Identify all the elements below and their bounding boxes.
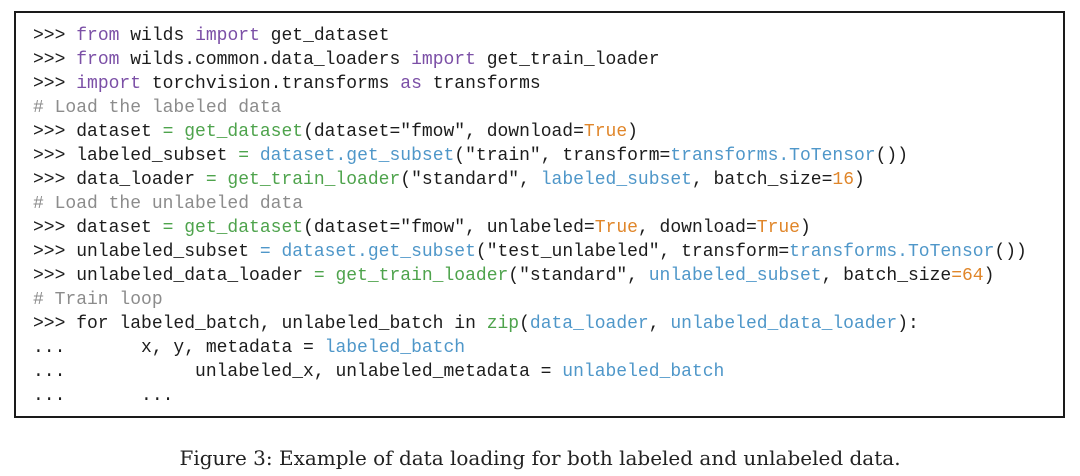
code-token-num: True	[594, 218, 638, 238]
code-token-plain: , download=	[465, 122, 584, 142]
code-token-kw: import	[195, 26, 260, 46]
code-token-plain: >>> for labeled_batch, unlabeled_batch i…	[33, 314, 487, 334]
code-token-plain: (dataset=	[303, 122, 401, 142]
code-token-plain: transforms	[421, 74, 541, 94]
code-token-plain: >>> dataset	[33, 218, 163, 238]
code-line: >>> unlabeled_data_loader = get_train_lo…	[33, 264, 1063, 288]
code-token-plain: >>> unlabeled_subset	[33, 242, 260, 262]
code-token-plain: , download=	[637, 218, 757, 238]
code-token-kw: from	[76, 50, 120, 70]
code-line: >>> labeled_subset = dataset.get_subset(…	[33, 144, 1063, 168]
code-token-plain: , batch_size	[821, 266, 952, 286]
code-token-num: =64	[951, 266, 984, 286]
code-token-var: unlabeled_batch	[562, 362, 725, 382]
code-token-plain: ,	[627, 266, 649, 286]
code-line: >>> import torchvision.transforms as tra…	[33, 72, 1063, 96]
code-token-var: data_loader	[529, 314, 649, 334]
code-token-plain: wilds	[119, 26, 196, 46]
code-token-plain: , unlabeled=	[465, 218, 595, 238]
code-line: >>> data_loader = get_train_loader("stan…	[33, 168, 1063, 192]
code-token-kw: as	[400, 74, 422, 94]
code-token-comment: # Load the unlabeled data	[33, 194, 304, 214]
code-token-plain: ):	[897, 314, 919, 334]
code-token-comment: # Load the labeled data	[33, 98, 282, 118]
code-token-var: transforms.ToTensor	[789, 242, 995, 262]
code-line: # Load the unlabeled data	[33, 192, 1063, 216]
code-token-var: labeled_batch	[324, 338, 466, 358]
code-token-plain	[249, 146, 260, 166]
code-token-plain: >>> data_loader	[33, 170, 206, 190]
code-token-plain: >>>	[33, 26, 77, 46]
code-token-plain: wilds.common.data_loaders	[119, 50, 412, 70]
code-token-plain: (	[454, 146, 466, 166]
code-token-num: True	[756, 218, 800, 238]
code-token-fn: = get_train_loader	[313, 266, 509, 286]
code-token-plain: ())	[994, 242, 1027, 262]
code-token-var: unlabeled_subset	[648, 266, 822, 286]
figure-caption: Figure 3: Example of data loading for bo…	[179, 446, 901, 470]
code-token-kw: import	[76, 74, 142, 94]
code-token-str: "test_unlabeled"	[486, 242, 660, 262]
code-token-comment: # Train loop	[33, 290, 163, 310]
code-token-plain: ,	[519, 170, 541, 190]
code-token-plain: )	[627, 122, 638, 142]
code-token-fn: = get_dataset	[162, 122, 304, 142]
code-token-fn: = get_dataset	[162, 218, 304, 238]
code-token-plain: >>> labeled_subset	[33, 146, 239, 166]
code-token-kw: from	[76, 26, 120, 46]
code-token-str: "standard"	[411, 170, 520, 190]
code-token-plain: )	[983, 266, 995, 286]
code-token-plain: >>>	[33, 74, 77, 94]
code-token-var: = dataset.get_subset	[259, 242, 476, 262]
code-token-plain: ... ...	[33, 386, 174, 406]
code-token-num: True	[583, 122, 628, 142]
code-token-plain: ())	[875, 146, 908, 166]
code-line: # Train loop	[33, 288, 1063, 312]
code-token-plain: )	[854, 170, 865, 190]
code-line: >>> unlabeled_subset = dataset.get_subse…	[33, 240, 1063, 264]
code-token-plain: (	[475, 242, 487, 262]
code-token-str: "fmow"	[400, 218, 466, 238]
code-token-kw: import	[411, 50, 476, 70]
code-token-fn: zip	[486, 314, 520, 334]
code-token-fn: = get_train_loader	[205, 170, 401, 190]
code-token-var: transforms.ToTensor	[670, 146, 876, 166]
code-token-plain: torchvision.transforms	[141, 74, 401, 94]
code-token-fn: =	[238, 146, 250, 166]
code-token-plain: )	[799, 218, 811, 238]
code-line: ... x, y, metadata = labeled_batch	[33, 336, 1063, 360]
code-token-var: labeled_subset	[540, 170, 692, 190]
code-token-plain: ,	[648, 314, 671, 334]
code-listing: >>> from wilds import get_dataset>>> fro…	[14, 11, 1065, 418]
code-token-plain: >>>	[33, 50, 77, 70]
code-token-plain: ... unlabeled_x, unlabeled_metadata =	[33, 362, 563, 382]
code-token-plain: get_train_loader	[475, 50, 660, 70]
code-token-plain: >>> unlabeled_data_loader	[33, 266, 314, 286]
code-line: >>> dataset = get_dataset(dataset="fmow"…	[33, 120, 1063, 144]
code-line: ... ...	[33, 384, 1063, 408]
code-line: >>> from wilds import get_dataset	[33, 24, 1063, 48]
code-line: >>> from wilds.common.data_loaders impor…	[33, 48, 1063, 72]
code-token-plain: (dataset=	[303, 218, 401, 238]
code-token-str: "fmow"	[400, 122, 466, 142]
code-token-plain: (	[400, 170, 412, 190]
code-token-str: "standard"	[519, 266, 628, 286]
code-token-plain: (	[519, 314, 530, 334]
code-token-plain: >>> dataset	[33, 122, 163, 142]
code-token-var: unlabeled_data_loader	[670, 314, 898, 334]
code-token-str: "train"	[465, 146, 541, 166]
code-line: # Load the labeled data	[33, 96, 1063, 120]
code-token-var: dataset.get_subset	[259, 146, 455, 166]
code-line: ... unlabeled_x, unlabeled_metadata = un…	[33, 360, 1063, 384]
code-line: >>> for labeled_batch, unlabeled_batch i…	[33, 312, 1063, 336]
code-line: >>> dataset = get_dataset(dataset="fmow"…	[33, 216, 1063, 240]
code-token-plain: (	[508, 266, 520, 286]
code-token-plain: , transform=	[540, 146, 671, 166]
code-token-plain: , transform=	[659, 242, 790, 262]
code-token-plain: ... x, y, metadata =	[33, 338, 325, 358]
code-token-plain: get_dataset	[259, 26, 390, 46]
code-token-num: 16	[832, 170, 854, 190]
code-token-plain: , batch_size=	[691, 170, 833, 190]
